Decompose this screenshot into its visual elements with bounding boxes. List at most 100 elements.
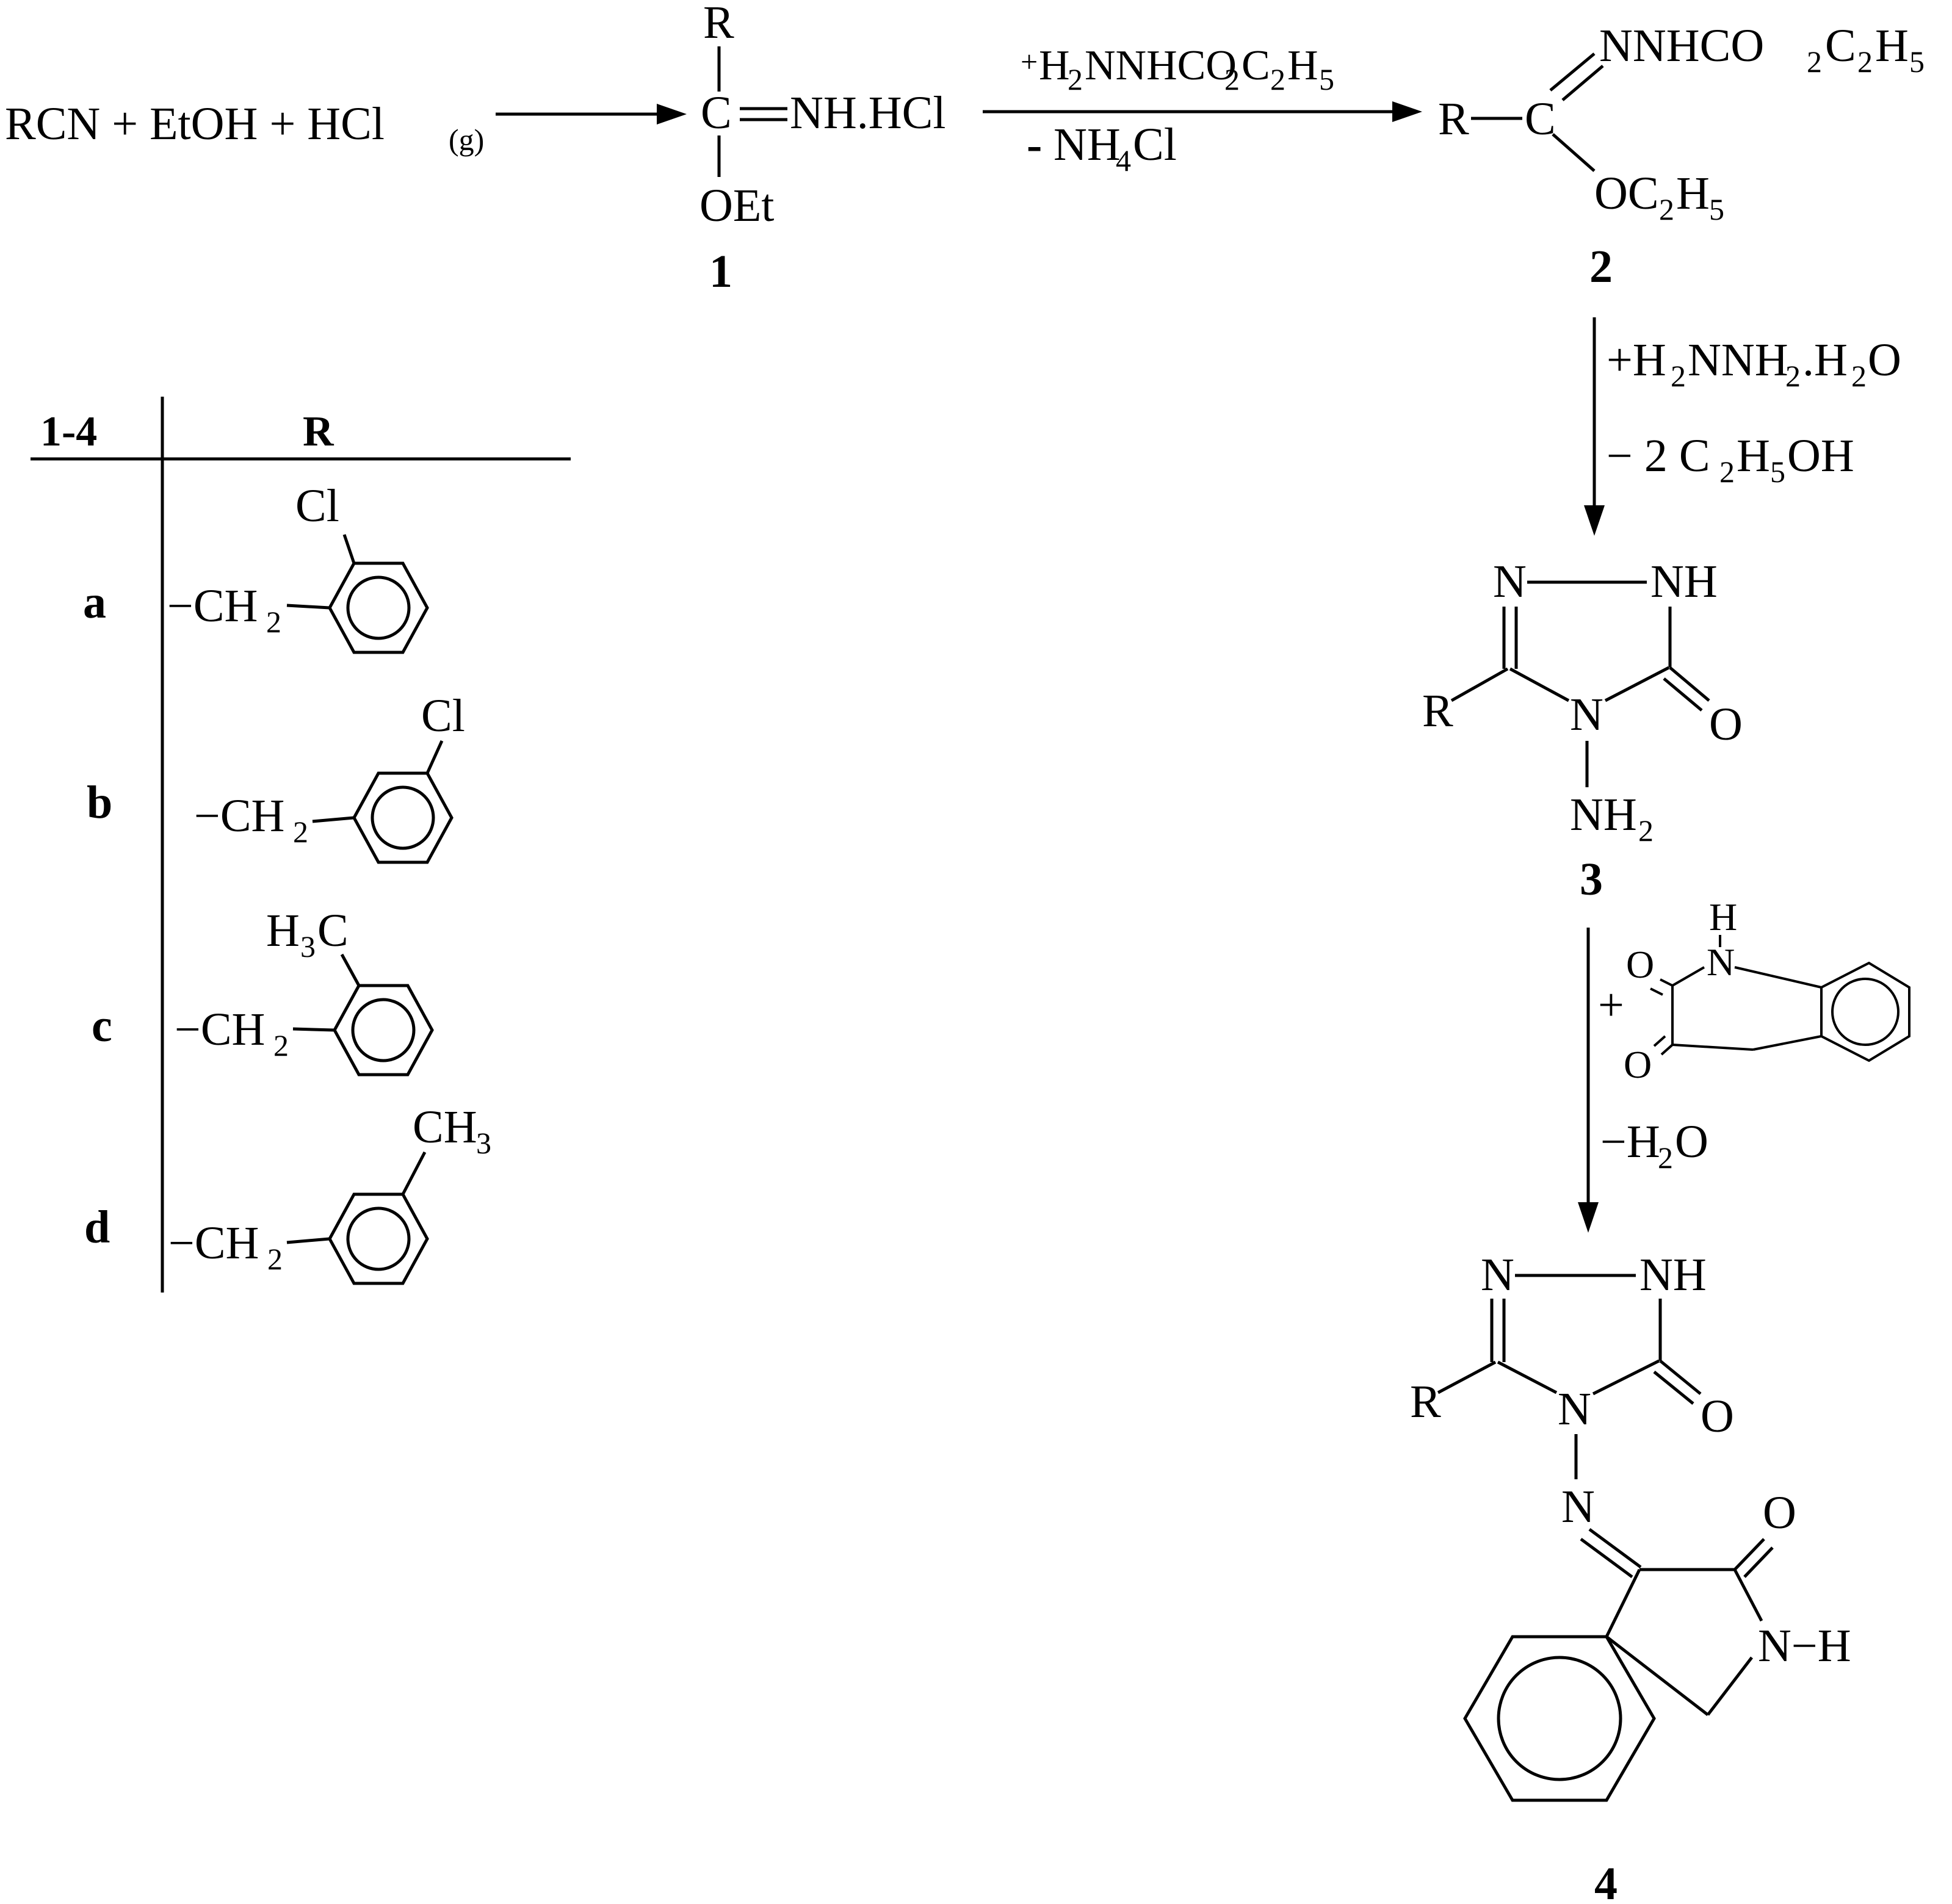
reagent-nnhco: NNHCO [1085,42,1237,89]
row-c-substituent-h: H [266,905,300,956]
compound-3-nh: NH [1650,556,1718,607]
reagent-h: H [1039,42,1070,89]
compound-2-ester: OC [1594,168,1659,219]
water-text: −H [1600,1116,1660,1167]
compound-4-oxindole-nh: N−H [1758,1620,1851,1671]
reagent-c: C [1242,42,1270,89]
compound-1-ether: OEt [699,180,774,231]
svg-text:2: 2 [266,605,281,639]
hydrazine-hydrate-reagent: +H 2 NNH 2 .H 2 O [1607,334,1901,393]
row-d-label: d [84,1202,110,1253]
row-d-linker: −CH [168,1217,259,1269]
row-c-linker: −CH [175,1004,265,1055]
r-group-table: 1-4 R a −CH 2 Cl b −CH 2 Cl c [31,397,571,1293]
row-d-substituent: CH [413,1102,477,1153]
table-row-b: b −CH 2 Cl [87,690,465,864]
step1-reactants: RCN + EtOH + HCl (g) [5,98,484,157]
compound-3-amine: NH [1570,789,1637,840]
compound-2-hydrazone-h: H [1875,20,1909,71]
svg-text:2: 2 [1658,1141,1673,1175]
row-a-substituent: Cl [295,480,339,532]
svg-text:2: 2 [1671,359,1686,393]
compound-1-imidate: R C NH.HCl OEt 1 [699,0,945,297]
compound-3-r-label: R [1422,685,1453,737]
svg-text:5: 5 [1319,62,1334,96]
svg-text:2: 2 [1807,45,1822,79]
ammonium-chloride-byproduct: - NH 4 Cl [1027,119,1177,178]
ethanol-text: − 2 C [1607,430,1710,481]
svg-text:2: 2 [1851,359,1867,393]
ethanol-h: H [1737,430,1770,481]
svg-text:2: 2 [267,1242,283,1276]
ethyl-carbazate-reagent: + H 2 NNHCO 2 C 2 H 5 [1021,42,1334,96]
compound-3-n4: N [1570,689,1603,740]
hydrazine-nnh: NNH [1688,334,1788,386]
table-row-d: d −CH 2 CH 3 [84,1102,491,1285]
arrow-to-compound-4: + H N O O −H 2 O [1578,895,1910,1233]
reactants-text: RCN + EtOH + HCl [5,98,385,150]
compound-1-carbon: C [701,87,732,139]
byproduct-nh: NH [1054,119,1121,170]
arrow-to-compound-1 [496,104,687,124]
isatin-structure: H N O O [1624,895,1910,1086]
compound-2-r-label: R [1438,93,1469,145]
svg-text:2: 2 [1068,62,1083,96]
table-row-c: c −CH 2 H 3 C [92,905,434,1076]
isatin-o1: O [1626,943,1654,986]
svg-text:2: 2 [1270,62,1285,96]
reagent-h5: H [1287,42,1318,89]
row-a-label: a [83,577,106,628]
water-byproduct: −H 2 O [1600,1116,1708,1175]
compound-4-oxindole-o: O [1763,1487,1796,1538]
hydrazine-dot-h: .H [1802,334,1848,386]
hydrazine-text: +H [1607,334,1666,386]
isatin-n: N [1707,940,1735,984]
byproduct-cl: Cl [1133,119,1177,170]
svg-text:2: 2 [1224,62,1240,96]
isatin-o2: O [1624,1043,1652,1086]
row-b-label: b [87,777,112,828]
compound-3-aminotriazolone: N NH R N O NH 2 3 [1422,556,1743,905]
compound-2-hydrazone-ester: R C NNHCO 2 C 2 H 5 OC 2 H 5 2 [1438,20,1925,292]
svg-text:2: 2 [293,815,308,849]
row-b-substituent: Cl [421,690,465,741]
svg-text:5: 5 [1909,45,1925,79]
ethanol-oh: OH [1787,430,1854,481]
compound-1-r-label: R [703,0,734,48]
isatin-h: H [1709,895,1737,939]
water-o: O [1675,1116,1708,1167]
hcl-state-text: (g) [449,123,484,157]
hydrazine-o: O [1868,334,1901,386]
table-row-a: a −CH 2 Cl [83,480,429,654]
compound-2-carbon: C [1525,93,1556,145]
row-c-label: c [92,1000,112,1051]
svg-text:5: 5 [1770,455,1785,489]
isatin-plus: + [1598,979,1624,1031]
compound-4-n4: N [1558,1383,1591,1435]
compound-1-imine: NH.HCl [790,87,945,139]
compound-2-hydrazone-c: C [1825,20,1856,71]
compound-4-r-label: R [1410,1376,1441,1427]
ethanol-byproduct: − 2 C 2 H 5 OH [1607,430,1854,489]
svg-text:3: 3 [476,1126,491,1160]
svg-text:2: 2 [273,1028,289,1062]
svg-text:5: 5 [1709,192,1724,226]
compound-4-oxygen: O [1701,1391,1734,1442]
compound-4-imine-n: N [1561,1481,1595,1532]
svg-text:2: 2 [1785,359,1801,393]
row-b-linker: −CH [194,790,284,842]
compound-2-number: 2 [1589,241,1613,292]
arrow-to-compound-3: +H 2 NNH 2 .H 2 O − 2 C 2 H 5 OH [1584,317,1901,536]
compound-2-ester-h: H [1676,168,1710,219]
compound-1-number: 1 [709,246,732,297]
svg-text:4: 4 [1116,143,1131,178]
compound-3-oxygen: O [1709,699,1743,750]
compound-4-number: 4 [1594,1858,1618,1904]
compound-4-isatin-schiff-base: N NH R N O N O N−H 4 [1410,1249,1851,1904]
svg-text:2: 2 [1659,192,1674,226]
compound-4-n1: N [1481,1249,1514,1300]
compound-3-n1: N [1493,556,1527,607]
compound-4-nh: NH [1639,1249,1707,1300]
table-header-compounds: 1-4 [40,408,97,455]
